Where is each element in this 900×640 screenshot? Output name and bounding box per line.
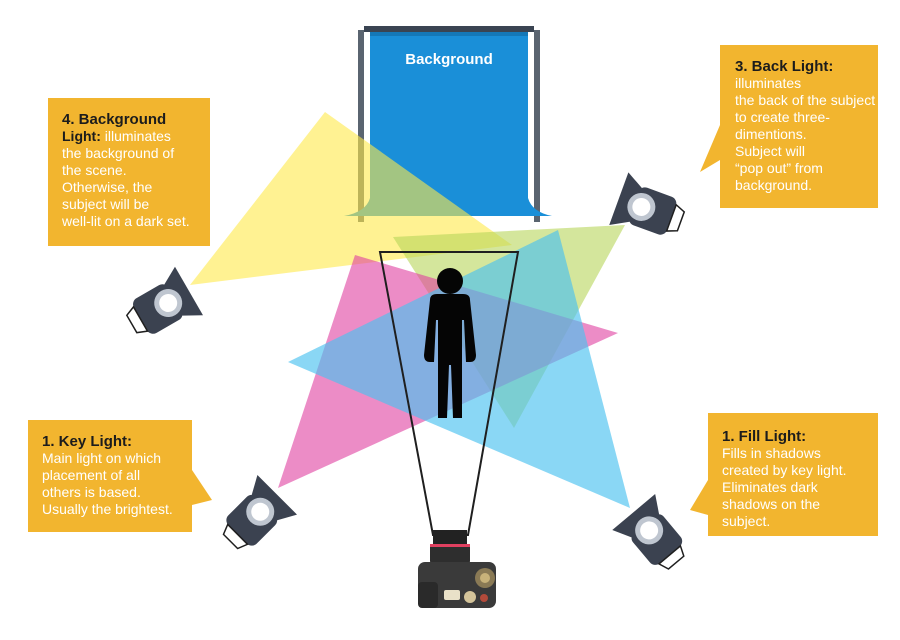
callout-text: the back of the subject xyxy=(735,92,876,108)
callout-text: the background of xyxy=(62,145,175,161)
spotlight-icon xyxy=(222,474,298,550)
callout-text: to create three- xyxy=(735,109,830,125)
spotlight-icon xyxy=(609,172,686,235)
callout-text: others is based. xyxy=(42,484,141,500)
callout-fill-light: 1. Fill Light: Fills in shadows created … xyxy=(722,428,877,530)
callout-text: Fills in shadows xyxy=(722,445,821,461)
callout-title: 3. Back Light: xyxy=(735,58,834,75)
callout-text: created by key light. xyxy=(722,462,847,478)
camera-field-of-view xyxy=(378,251,520,536)
spotlight-icon xyxy=(612,494,685,570)
callout-bubble-background-light xyxy=(48,98,210,246)
callout-text: placement of all xyxy=(42,467,141,483)
callout-bubble-key-light xyxy=(28,420,212,532)
callout-key-light: 1. Key Light: Main light on which placem… xyxy=(42,433,202,518)
callout-text: Main light on which xyxy=(42,450,162,466)
callout-title-cont: Light: xyxy=(62,128,101,144)
callout-text: shadows on the xyxy=(722,496,821,512)
callout-text: Subject will xyxy=(735,143,806,159)
callout-text: Eliminates dark xyxy=(722,479,818,495)
callout-title: 4. Background xyxy=(62,111,167,128)
backdrop-label: Background xyxy=(405,51,493,68)
callout-title: 1. Key Light: xyxy=(42,433,133,450)
callout-text: well-lit on a dark set. xyxy=(62,213,190,229)
callout-bubble-back-light xyxy=(700,45,878,208)
callout-title: 1. Fill Light: xyxy=(722,428,807,445)
callout-text: Usually the brightest. xyxy=(42,501,173,517)
callout-bubble-fill-light xyxy=(690,413,878,536)
spotlight-icon xyxy=(125,266,203,334)
callout-text: background. xyxy=(735,177,813,193)
callout-background-light: 4. Background Light: illuminates the bac… xyxy=(62,111,212,230)
person-silhouette-icon xyxy=(424,268,476,418)
callout-text: “pop out” from xyxy=(735,160,823,176)
callout-text: illuminates xyxy=(735,75,802,91)
callout-text: Otherwise, the xyxy=(62,179,153,195)
callout-text: the scene. xyxy=(62,162,127,178)
callout-text: illuminates xyxy=(100,128,171,144)
camera-icon xyxy=(418,530,496,608)
callout-text: subject. xyxy=(722,513,771,529)
callout-text: dimentions. xyxy=(735,126,807,142)
callout-text: subject will be xyxy=(62,196,150,212)
callout-back-light: 3. Back Light: illuminates the back of t… xyxy=(735,58,880,194)
